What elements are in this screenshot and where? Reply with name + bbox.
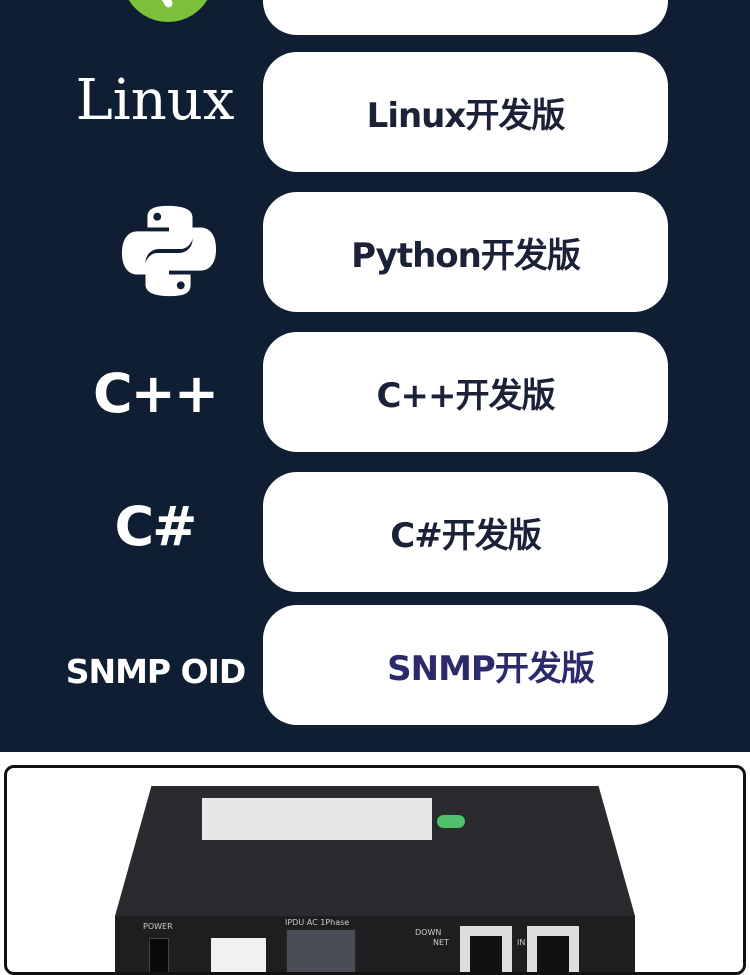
- qr-sticker: [211, 938, 266, 972]
- net-port: [460, 926, 512, 972]
- version-pill-cut: [263, 0, 668, 35]
- power-switch: [149, 938, 169, 972]
- csharp-version-pill: C#开发版: [263, 472, 668, 592]
- model-label: IPDU AC 1Phase: [285, 918, 350, 927]
- cpp-logo: C++: [92, 362, 219, 425]
- python-version-pill: Python开发版: [263, 192, 668, 312]
- in-label: IN: [517, 938, 526, 947]
- csharp-logo: C#: [114, 495, 198, 558]
- down-label: DOWN: [415, 928, 442, 937]
- device-front-panel: POWER IPDU AC 1Phase DOWN NET IN: [115, 916, 635, 972]
- power-label: POWER: [143, 922, 173, 931]
- linux-logo: Linux: [75, 68, 235, 133]
- snmp-version-pill: SNMP开发版: [263, 605, 668, 725]
- python-logo-icon: [121, 205, 217, 297]
- dev-versions-panel: Linux Linux开发版 Python开发版 C++ C++开发版 C# C…: [0, 0, 750, 752]
- android-logo-icon: [122, 0, 214, 22]
- net-label: NET: [433, 938, 449, 947]
- lcd-screen: [285, 928, 357, 972]
- cpp-version-pill: C++开发版: [263, 332, 668, 452]
- green-dot: [437, 815, 465, 828]
- in-port: [527, 926, 579, 972]
- snmp-oid-logo: SNMP OID: [65, 652, 247, 691]
- linux-version-pill: Linux开发版: [263, 52, 668, 172]
- device-photo: POWER IPDU AC 1Phase DOWN NET IN: [4, 765, 746, 975]
- device-label-sticker: [202, 798, 432, 840]
